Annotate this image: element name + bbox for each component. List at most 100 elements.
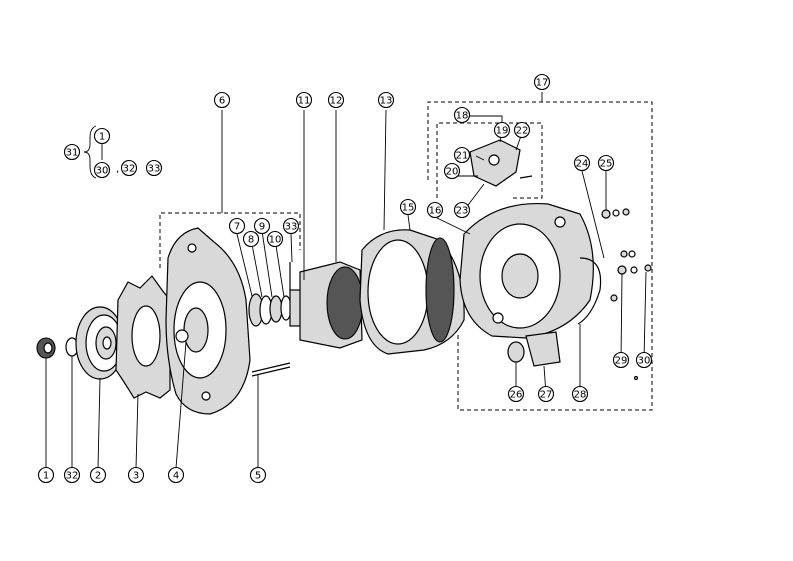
part-stator <box>359 229 465 355</box>
callout-label: 7 <box>234 222 240 233</box>
callout-circle <box>145 159 163 177</box>
callout-c21: 21 <box>453 146 471 164</box>
callout-label: 32 <box>123 164 136 175</box>
callout-c19: 19 <box>493 121 511 139</box>
callout-circle <box>253 217 271 235</box>
callout-c29: 29 <box>612 351 630 369</box>
callout-c12: 12 <box>327 91 345 109</box>
callout-k33: 33 <box>145 159 163 177</box>
part-regulator <box>469 139 533 187</box>
group-box-18 <box>436 122 543 199</box>
callout-circle <box>282 217 300 235</box>
callout-circle <box>242 230 260 248</box>
callout-label: 11 <box>298 96 311 107</box>
callout-circle <box>213 91 231 109</box>
callout-c27: 27 <box>537 385 555 403</box>
callout-circle <box>89 466 107 484</box>
callout-circle <box>37 466 55 484</box>
callout-label: 25 <box>600 159 613 170</box>
leader-lines <box>45 92 647 469</box>
callout-circle <box>635 351 653 369</box>
callout-circle <box>327 91 345 109</box>
callout-circle <box>63 143 81 161</box>
callout-c1: 1 <box>37 466 55 484</box>
callout-circle <box>597 154 615 172</box>
part-nut <box>36 337 56 359</box>
callout-label: 5 <box>255 471 261 482</box>
group-box-17 <box>427 101 653 411</box>
callout-c31: 31 <box>63 143 81 161</box>
callout-circle <box>93 127 111 145</box>
callout-c16: 16 <box>426 201 444 219</box>
callout-label: 33 <box>148 164 161 175</box>
part-terminal-hardware <box>601 208 652 381</box>
callout-label: 9 <box>259 222 265 233</box>
callout-circle <box>507 385 525 403</box>
callout-label: 33 <box>285 222 298 233</box>
callout-circle <box>453 146 471 164</box>
callout-c5: 5 <box>249 466 267 484</box>
kit-bracket <box>83 125 97 179</box>
callout-c6: 6 <box>213 91 231 109</box>
callout-circle <box>266 230 284 248</box>
callout-label: 6 <box>219 96 225 107</box>
callout-label: 32 <box>66 471 79 482</box>
callout-circle <box>295 91 313 109</box>
callout-c30: 30 <box>635 351 653 369</box>
callout-label: 3 <box>133 471 139 482</box>
kit-separator: , <box>116 164 119 175</box>
callout-label: 17 <box>536 78 549 89</box>
callout-c11: 11 <box>295 91 313 109</box>
callout-label: 1 <box>99 132 105 143</box>
callout-circle <box>63 466 81 484</box>
callout-label: 10 <box>269 235 282 246</box>
callout-label: 28 <box>574 390 587 401</box>
callout-c28: 28 <box>571 385 589 403</box>
callout-circle <box>127 466 145 484</box>
callout-label: 21 <box>456 151 469 162</box>
callout-c7: 7 <box>228 217 246 235</box>
part-rear-frame <box>459 202 594 339</box>
callout-label: 12 <box>330 96 343 107</box>
callout-c24: 24 <box>573 154 591 172</box>
callout-label: 19 <box>496 126 509 137</box>
callout-c22: 22 <box>513 121 531 139</box>
callout-c32: 32 <box>63 466 81 484</box>
callout-label: 30 <box>96 166 109 177</box>
part-mount <box>507 331 561 367</box>
callout-k32: 32 <box>120 159 138 177</box>
callout-circle <box>453 106 471 124</box>
callout-label: 26 <box>510 390 523 401</box>
callout-circle <box>167 466 185 484</box>
callout-c4: 4 <box>167 466 185 484</box>
callout-label: 27 <box>540 390 553 401</box>
callout-c3: 3 <box>127 466 145 484</box>
callout-circle <box>571 385 589 403</box>
callout-circle <box>513 121 531 139</box>
callout-label: 15 <box>402 203 415 214</box>
callout-circle <box>612 351 630 369</box>
callout-c8: 8 <box>242 230 260 248</box>
callout-circle <box>93 161 111 179</box>
callout-label: 24 <box>576 159 589 170</box>
callout-label: 4 <box>173 471 179 482</box>
callout-label: 20 <box>446 167 459 178</box>
callout-c10: 10 <box>266 230 284 248</box>
callout-label: 22 <box>516 126 529 137</box>
callout-c33: 33 <box>282 217 300 235</box>
callout-c18: 18 <box>453 106 471 124</box>
callout-c13: 13 <box>377 91 395 109</box>
part-cover <box>577 257 602 325</box>
callout-label: 30 <box>638 356 651 367</box>
callout-label: 8 <box>248 235 254 246</box>
callout-c26: 26 <box>507 385 525 403</box>
callout-c17: 17 <box>533 73 551 91</box>
callout-label: 31 <box>66 148 79 159</box>
callout-circle <box>426 201 444 219</box>
callout-c23: 23 <box>453 201 471 219</box>
callout-label: 23 <box>456 206 469 217</box>
callout-c2: 2 <box>89 466 107 484</box>
callout-circle <box>249 466 267 484</box>
